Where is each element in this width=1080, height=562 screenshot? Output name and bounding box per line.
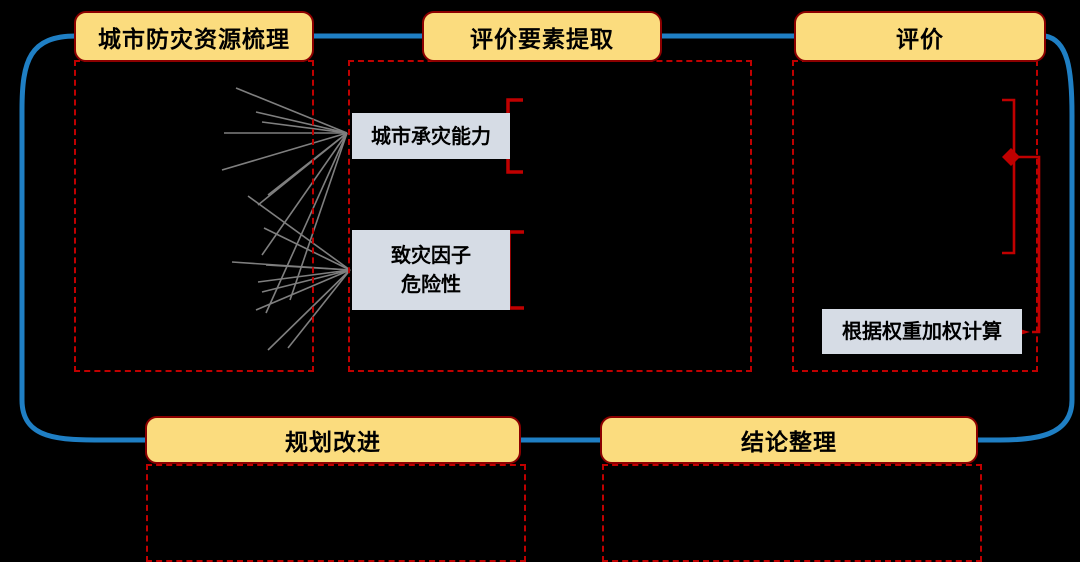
fan-line [255, 111, 348, 134]
panel-planning-improvement [146, 464, 526, 562]
fan-line [255, 269, 351, 311]
element-box-hazard-risk[interactable]: 致灾因子 危险性 [352, 230, 510, 310]
panel-resource-survey [74, 60, 314, 372]
fan-line [287, 269, 351, 349]
fan-line [267, 132, 348, 196]
weight-junction-diamond [1002, 148, 1020, 166]
fan-line [265, 132, 348, 314]
element-box-bearing-capacity[interactable]: 城市承灾能力 [352, 113, 510, 159]
element-label-line: 致灾因子 [391, 243, 471, 267]
stage-title-evaluation[interactable]: 评价 [794, 11, 1046, 62]
fan-line [221, 132, 348, 171]
fan-line [289, 132, 348, 301]
fan-line [267, 269, 351, 351]
fan-line [235, 87, 348, 134]
fan-lines-hazard-risk [231, 195, 351, 351]
evaluation-weight-connector [1002, 98, 1041, 334]
weight-branch-line [1011, 155, 1041, 334]
connector-evaluation-conclusion [978, 33, 1075, 443]
bracket-evaluation [1002, 98, 1016, 255]
stage-title-resource-survey[interactable]: 城市防灾资源梳理 [74, 11, 314, 62]
panel-factor-extraction [348, 60, 752, 372]
connector-stage1-planning [19, 33, 145, 443]
fan-line [261, 121, 348, 134]
fan-line [261, 269, 351, 293]
fan-line [263, 227, 351, 271]
weighted-calculation-label: 根据权重加权计算 [842, 319, 1002, 343]
stage-title-planning-improvement[interactable]: 规划改进 [145, 416, 521, 464]
blue-connectors [19, 33, 1075, 443]
panel-conclusion-collation [602, 464, 982, 562]
fan-line [257, 269, 351, 283]
element-label-line: 危险性 [401, 272, 461, 296]
stage-title-factor-extraction[interactable]: 评价要素提取 [422, 11, 662, 62]
stage-title-conclusion-collation[interactable]: 结论整理 [600, 416, 978, 464]
element-box-weighted-calculation[interactable]: 根据权重加权计算 [822, 309, 1022, 354]
element-label-line: 城市承灾能力 [371, 123, 491, 148]
fan-line [265, 264, 351, 271]
fan-line [247, 195, 351, 271]
